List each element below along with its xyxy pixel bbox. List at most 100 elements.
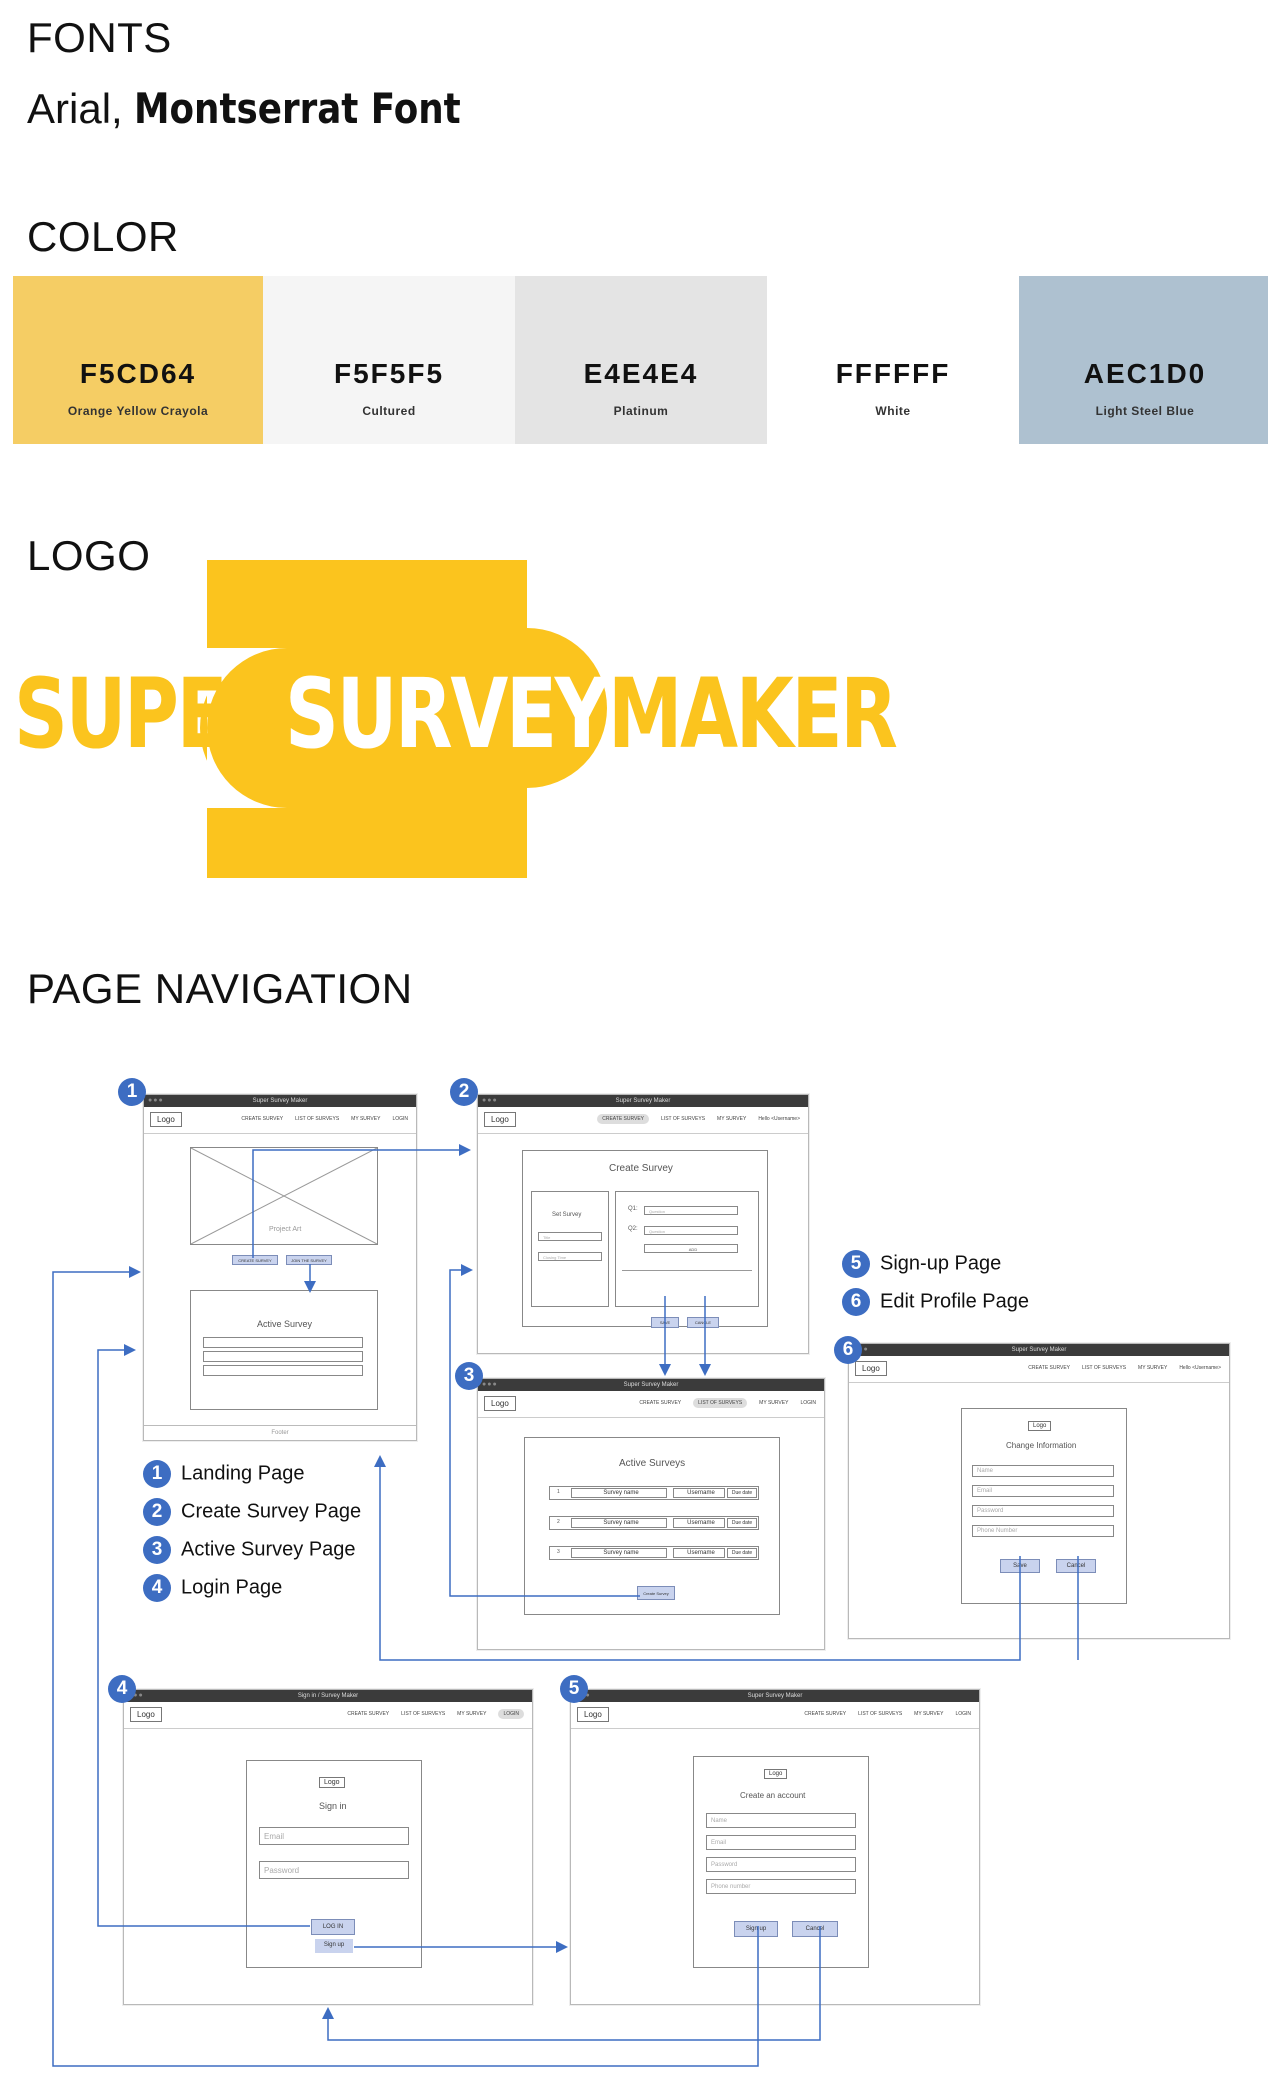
nav-logo[interactable]: Logo xyxy=(855,1361,887,1376)
table-row[interactable]: 3 Survey name Username Due date xyxy=(549,1546,761,1560)
nav-create-survey[interactable]: CREATE SURVEY xyxy=(639,1400,682,1406)
nav-create-survey[interactable]: CREATE SURVEY xyxy=(241,1116,284,1122)
nav-list-of-surveys[interactable]: LIST OF SURVEYS xyxy=(401,1711,446,1717)
survey-row[interactable] xyxy=(203,1351,363,1362)
table-row[interactable]: 1 Survey name Username Due date xyxy=(549,1486,761,1500)
nav-list-of-surveys[interactable]: LIST OF SURVEYS xyxy=(661,1116,706,1122)
step-badge: 3 xyxy=(455,1362,483,1390)
legend-number: 6 xyxy=(842,1288,870,1316)
name-field[interactable]: Name xyxy=(972,1465,1114,1477)
table-row[interactable]: 2 Survey name Username Due date xyxy=(549,1516,761,1530)
create-survey-button[interactable]: CREATE SURVEY xyxy=(232,1255,278,1265)
name-field[interactable]: Name xyxy=(706,1813,856,1828)
nav-user-greeting[interactable]: Hello <Username> xyxy=(758,1116,800,1122)
email-field[interactable]: Email xyxy=(259,1827,409,1845)
set-survey-panel: Set Survey Title Closing Time xyxy=(531,1191,609,1307)
nav-list-of-surveys[interactable]: LIST OF SURVEYS xyxy=(1082,1365,1127,1371)
nav-user-greeting[interactable]: Hello <Username> xyxy=(1179,1365,1221,1371)
active-surveys-title: Active Surveys xyxy=(619,1458,686,1469)
nav-login[interactable]: LOGIN xyxy=(955,1711,971,1717)
question-1-field[interactable]: Question xyxy=(644,1206,738,1215)
set-survey-label: Set Survey xyxy=(552,1212,582,1218)
nav-create-survey[interactable]: CREATE SURVEY xyxy=(347,1711,390,1717)
row-number: 1 xyxy=(557,1489,560,1495)
email-field[interactable]: Email xyxy=(972,1485,1114,1497)
swatch-platinum: E4E4E4 Platinum xyxy=(515,276,767,444)
window-title: Super Survey Maker xyxy=(747,1693,803,1699)
swatch-name: White xyxy=(875,404,911,418)
email-field[interactable]: Email xyxy=(706,1835,856,1850)
join-survey-button[interactable]: JOIN THE SURVEY xyxy=(286,1255,332,1265)
login-button[interactable]: LOG IN xyxy=(311,1919,355,1935)
nav-logo[interactable]: Logo xyxy=(484,1112,516,1127)
swatch-name: Cultured xyxy=(362,404,416,418)
add-question-button[interactable]: ADD xyxy=(644,1244,738,1253)
sign-up-link[interactable]: Sign up xyxy=(315,1939,353,1953)
survey-row[interactable] xyxy=(203,1337,363,1348)
wireframe-login: ●●●Sign in / Survey Maker Logo CREATE SU… xyxy=(123,1689,533,2005)
nav-create-survey[interactable]: CREATE SURVEY xyxy=(597,1114,650,1124)
nav-logo[interactable]: Logo xyxy=(150,1112,182,1127)
username: Username xyxy=(673,1488,725,1498)
arrow-signup-to-landing xyxy=(52,1266,759,2067)
cancel-button[interactable]: CANCLE xyxy=(687,1317,719,1328)
window-titlebar: ●●●Super Survey Maker xyxy=(478,1379,824,1391)
password-field[interactable]: Password xyxy=(972,1505,1114,1517)
arrow-landing-to-create xyxy=(252,1144,471,1258)
nav-my-survey[interactable]: MY SURVEY xyxy=(717,1116,747,1122)
password-field[interactable]: Password xyxy=(259,1861,409,1879)
username: Username xyxy=(673,1518,725,1528)
nav-my-survey[interactable]: MY SURVEY xyxy=(759,1400,789,1406)
phone-field[interactable]: Phone number xyxy=(706,1879,856,1894)
nav-list-of-surveys[interactable]: LIST OF SURVEYS xyxy=(295,1116,340,1122)
cancel-button[interactable]: Cancel xyxy=(1056,1559,1096,1573)
arrow-signup-cancel-to-login xyxy=(322,1926,821,2041)
title-field[interactable]: Title xyxy=(538,1232,602,1241)
nav-create-survey[interactable]: CREATE SURVEY xyxy=(804,1711,847,1717)
navbar: Logo CREATE SURVEY LIST OF SURVEYS MY SU… xyxy=(849,1356,1229,1383)
nav-logo[interactable]: Logo xyxy=(130,1707,162,1722)
swatch-hex: F5CD64 xyxy=(79,358,197,389)
survey-row[interactable] xyxy=(203,1365,363,1376)
create-survey-panel: Create Survey Set Survey Title Closing T… xyxy=(522,1150,768,1328)
survey-name[interactable]: Survey name xyxy=(571,1548,667,1558)
hero-image-placeholder: Project Art xyxy=(190,1147,378,1245)
survey-name[interactable]: Survey name xyxy=(571,1518,667,1528)
nav-logo[interactable]: Logo xyxy=(484,1396,516,1411)
wireframe-edit-profile: ●●●Super Survey Maker Logo CREATE SURVEY… xyxy=(848,1343,1230,1639)
window-title: Super Survey Maker xyxy=(623,1382,679,1388)
password-field[interactable]: Password xyxy=(706,1857,856,1872)
nav-login[interactable]: LOGIN xyxy=(498,1709,524,1719)
logo-word-super: SUPER xyxy=(14,658,283,770)
question-2-field[interactable]: Question xyxy=(644,1226,738,1235)
card-logo: Logo xyxy=(1028,1421,1052,1431)
nav-my-survey[interactable]: MY SURVEY xyxy=(1138,1365,1168,1371)
nav-logo[interactable]: Logo xyxy=(577,1707,609,1722)
nav-my-survey[interactable]: MY SURVEY xyxy=(351,1116,381,1122)
closing-time-field[interactable]: Closing Time xyxy=(538,1252,602,1261)
nav-list-of-surveys[interactable]: LIST OF SURVEYS xyxy=(693,1398,748,1408)
active-survey-panel: Active Survey xyxy=(190,1290,378,1410)
nav-my-survey[interactable]: MY SURVEY xyxy=(457,1711,487,1717)
legend-label: Active Survey Page xyxy=(181,1538,356,1561)
cancel-button[interactable]: Cancel xyxy=(792,1921,838,1937)
step-badge: 1 xyxy=(118,1078,146,1106)
nav-my-survey[interactable]: MY SURVEY xyxy=(914,1711,944,1717)
edit-profile-card: Logo Change Information Name Email Passw… xyxy=(961,1408,1127,1604)
row-number: 2 xyxy=(557,1519,560,1525)
nav-list-of-surveys[interactable]: LIST OF SURVEYS xyxy=(858,1711,903,1717)
nav-login[interactable]: LOGIN xyxy=(392,1116,408,1122)
nav-create-survey[interactable]: CREATE SURVEY xyxy=(1028,1365,1071,1371)
nav-login[interactable]: LOGIN xyxy=(800,1400,816,1406)
create-survey-button[interactable]: Create Survey xyxy=(637,1586,675,1600)
sign-up-button[interactable]: Sign up xyxy=(734,1921,778,1937)
survey-name[interactable]: Survey name xyxy=(571,1488,667,1498)
due-date: Due date xyxy=(727,1548,757,1558)
divider xyxy=(622,1270,752,1271)
phone-field[interactable]: Phone Number xyxy=(972,1525,1114,1537)
due-date: Due date xyxy=(727,1518,757,1528)
